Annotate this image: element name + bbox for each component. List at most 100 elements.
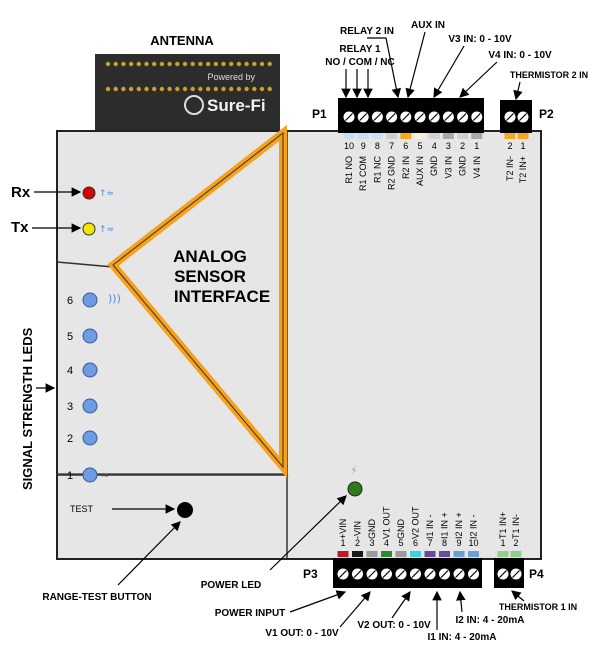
- pin-number: 7: [427, 538, 432, 548]
- rx-label: Rx: [11, 184, 31, 201]
- signal-led: [82, 292, 98, 308]
- p3-label: P3: [303, 567, 318, 581]
- brand-logo-text: Sure-Fi: [207, 96, 266, 115]
- antenna-pad: [229, 61, 234, 67]
- rx-led: [82, 186, 96, 200]
- pin-color-tab: [352, 551, 363, 557]
- pin-number: 2: [460, 141, 465, 151]
- pin-number: 9: [456, 538, 461, 548]
- pin-number: 1: [500, 538, 505, 548]
- antenna-pad: [236, 61, 242, 67]
- p4-label: P4: [529, 567, 544, 581]
- pin-signal-label: GND: [396, 519, 406, 540]
- antenna-pad: [121, 86, 126, 92]
- pin-color-tab: [497, 551, 509, 557]
- pin-signal-label: T2 IN-: [505, 156, 515, 181]
- pin-signal-label: AUX IN: [415, 156, 425, 186]
- antenna-pad: [128, 86, 134, 92]
- test-label: TEST: [70, 504, 94, 514]
- pin-color-tab: [357, 133, 369, 139]
- pin-signal-label: T1 IN+: [498, 512, 508, 539]
- antenna-pad: [221, 61, 226, 67]
- antenna-pad: [159, 86, 165, 92]
- pin-number: 10: [468, 538, 478, 548]
- pin-number: 4: [384, 538, 389, 548]
- pin-signal-label: +VIN: [338, 519, 348, 539]
- antenna-pad: [252, 86, 257, 92]
- pin-number: 2: [513, 538, 518, 548]
- board-title-line3: INTERFACE: [174, 287, 270, 306]
- p2-label: P2: [539, 107, 554, 121]
- pin-signal-label: -VIN: [353, 521, 363, 539]
- i2-in-callout: I2 IN: 4 - 20mA: [456, 615, 525, 626]
- pin-number: 7: [389, 141, 394, 151]
- signal-led-number: 2: [67, 433, 73, 445]
- pin-number: 8: [442, 538, 447, 548]
- signal-led: [82, 430, 98, 446]
- antenna-pad-row: [105, 61, 272, 92]
- pin-color-tab: [395, 551, 407, 557]
- pin-color-tab: [410, 551, 421, 557]
- range-test-callout: RANGE-TEST BUTTON: [42, 592, 151, 603]
- antenna-pad: [252, 61, 257, 67]
- signal-led: [82, 362, 98, 378]
- antenna-pad: [236, 86, 242, 92]
- pin-color-tab: [414, 133, 426, 139]
- antenna-pad: [152, 61, 157, 67]
- antenna-pad: [121, 61, 126, 67]
- power-bolt-icon: ⚡: [350, 464, 358, 477]
- antenna-pad: [267, 61, 272, 67]
- pin-color-tab: [504, 133, 516, 139]
- pin-number: 1: [520, 141, 525, 151]
- pin-signal-label: I2 IN +: [454, 512, 464, 539]
- pin-signal-label: GND: [458, 156, 468, 177]
- pin-color-tab: [381, 551, 392, 557]
- antenna-pad: [113, 61, 118, 67]
- aux-callout: AUX IN: [411, 20, 445, 31]
- pin-signal-label: V3 IN: [443, 156, 453, 179]
- antenna-pad: [136, 86, 141, 92]
- pin-color-tab: [428, 133, 440, 139]
- pin-signal-label: V1 OUT: [382, 506, 392, 539]
- antenna-pad: [136, 61, 141, 67]
- pin-color-tab: [439, 551, 450, 557]
- pin-signal-label: T1 IN-: [511, 514, 521, 539]
- pin-color-tab: [442, 133, 454, 139]
- pin-signal-label: GND: [429, 156, 439, 177]
- antenna-pad: [167, 61, 172, 67]
- pin-signal-label: I1 IN +: [440, 512, 450, 539]
- v3-callout: V3 IN: 0 - 10V: [448, 34, 512, 45]
- pin-number: 1: [340, 538, 345, 548]
- pin-color-tab: [424, 551, 436, 557]
- antenna-pad: [105, 86, 111, 92]
- antenna-pad: [144, 61, 149, 67]
- antenna-pad: [259, 86, 265, 92]
- antenna-pad: [205, 86, 211, 92]
- pin-color-tab: [400, 133, 412, 139]
- tx-label: Tx: [11, 219, 29, 236]
- antenna-pad: [113, 86, 118, 92]
- antenna-pad: [175, 86, 180, 92]
- pin-number: 5: [398, 538, 403, 548]
- p2-connector: 2T2 IN-1T2 IN+: [500, 100, 532, 183]
- board-body: [56, 130, 542, 560]
- antenna-pad: [190, 86, 195, 92]
- pin-signal-label: V4 IN: [472, 156, 482, 179]
- pin-color-tab: [343, 133, 355, 139]
- power-led: [347, 481, 363, 497]
- p1-label: P1: [312, 107, 327, 121]
- antenna-pad: [190, 61, 195, 67]
- pin-color-tab: [371, 133, 383, 139]
- pin-color-tab: [453, 551, 465, 557]
- antenna-pad: [144, 86, 149, 92]
- rx-signal-icon: ↑≈: [99, 189, 114, 199]
- test-button[interactable]: [177, 502, 193, 518]
- pin-color-tab: [510, 551, 522, 557]
- relay2-callout: RELAY 2 IN: [340, 26, 394, 37]
- pin-color-tab: [457, 133, 469, 139]
- pin-signal-label: R1 NC: [372, 156, 382, 184]
- signal-led-number: 4: [67, 365, 73, 377]
- wifi-full-icon: ))): [108, 292, 121, 305]
